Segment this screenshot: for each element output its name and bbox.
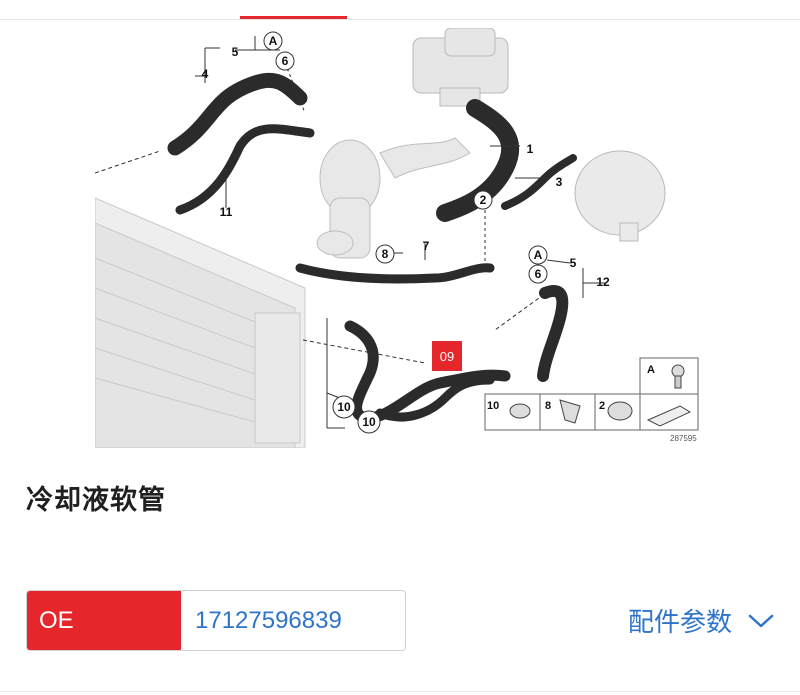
footer-divider — [0, 691, 800, 692]
legend-10: 10 — [487, 400, 499, 412]
parts-legend: A 10 8 2 — [484, 357, 699, 431]
leader-lines — [95, 36, 605, 429]
svg-text:A: A — [534, 248, 543, 262]
svg-text:09: 09 — [440, 349, 454, 364]
callout-12: 12 — [596, 275, 610, 289]
callout-10-b: 10 — [357, 410, 381, 434]
callout-5-right: 5 — [570, 256, 577, 270]
svg-text:2: 2 — [480, 193, 487, 207]
callout-10-a: 10 — [332, 395, 356, 419]
expansion-tank-illustration — [412, 28, 509, 107]
callout-6-top: 6 — [275, 51, 295, 71]
svg-text:10: 10 — [362, 415, 376, 429]
reservoir-illustration — [574, 150, 666, 242]
svg-text:8: 8 — [382, 247, 389, 261]
callout-1: 1 — [527, 142, 534, 156]
svg-text:6: 6 — [282, 54, 289, 68]
hoses — [167, 72, 577, 424]
header-divider — [0, 19, 800, 20]
svg-text:A: A — [269, 34, 278, 48]
callout-11: 11 — [220, 205, 233, 219]
callout-6-right: 6 — [528, 264, 548, 284]
legend-a: A — [647, 364, 655, 376]
radiator-illustration — [95, 197, 306, 448]
chevron-down-icon — [748, 614, 774, 627]
part-params-button[interactable]: 配件参数 — [628, 602, 774, 639]
callout-a-right: A — [528, 245, 548, 265]
callout-7: 7 — [423, 239, 430, 253]
svg-text:10: 10 — [337, 400, 351, 414]
oe-label: OE — [27, 591, 181, 650]
legend-8: 8 — [545, 400, 551, 412]
thermostat-illustration — [316, 137, 471, 259]
callout-2: 2 — [473, 190, 493, 210]
legend-2: 2 — [599, 400, 605, 412]
highlight-marker-09[interactable]: 09 — [432, 341, 462, 371]
callout-3: 3 — [556, 175, 563, 189]
callout-a-top: A — [263, 31, 283, 51]
oe-number[interactable]: 17127596839 — [195, 606, 342, 634]
svg-text:6: 6 — [535, 267, 542, 281]
part-params-label: 配件参数 — [627, 608, 732, 638]
oe-number-field[interactable]: OE 17127596839 — [26, 590, 406, 651]
diagram-code: 287595 — [670, 434, 697, 443]
callout-4: 4 — [202, 67, 209, 81]
parts-diagram[interactable]: A 5 6 4 1 2 3 11 8 7 A 5 6 12 10 10 09 A… — [95, 28, 705, 448]
part-title: 冷却液软管 — [26, 485, 166, 516]
active-tab-indicator — [240, 16, 347, 19]
callout-5-top: 5 — [232, 45, 239, 59]
callout-8: 8 — [375, 244, 395, 264]
